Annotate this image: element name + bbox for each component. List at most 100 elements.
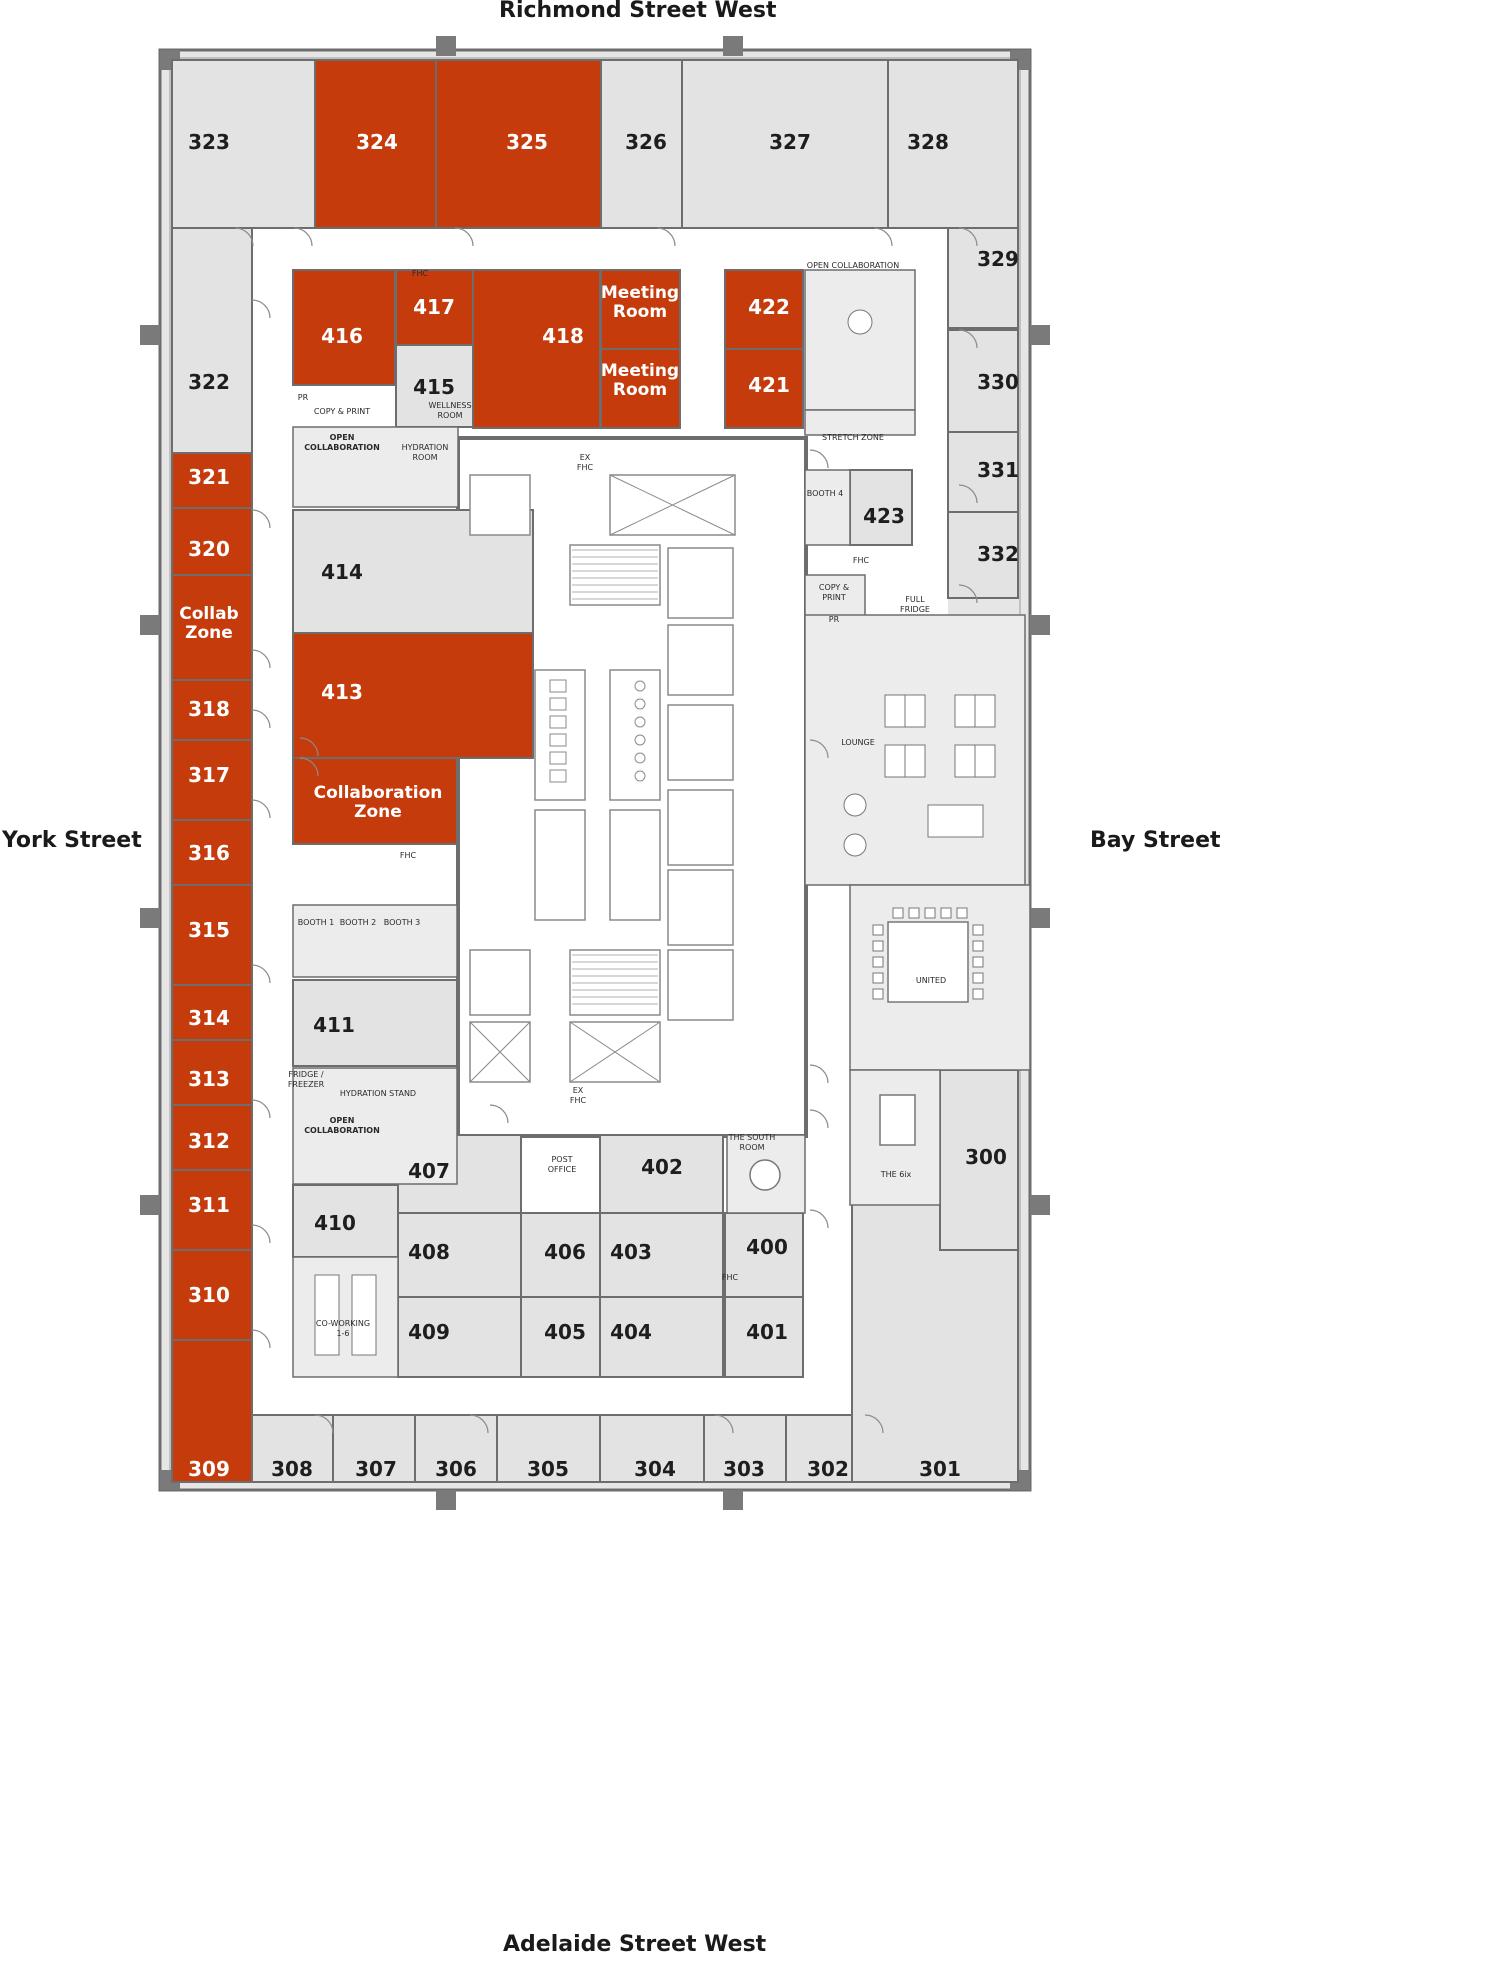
room-416[interactable] (292, 269, 396, 386)
room-405[interactable] (520, 1296, 601, 1378)
room-label-line: 300 (965, 1145, 1007, 1169)
amenity-label-line: FRIDGE / (288, 1070, 323, 1079)
room-315[interactable] (171, 884, 253, 986)
room-307[interactable] (332, 1414, 416, 1483)
room-label: 423 (863, 504, 905, 528)
core-cell (667, 789, 734, 866)
room-label-line: 322 (188, 370, 230, 394)
room-collab-west[interactable] (171, 574, 253, 681)
room-403[interactable] (599, 1212, 724, 1298)
room-label-line: 401 (746, 1320, 788, 1344)
room-421[interactable] (724, 348, 804, 429)
room-418[interactable] (472, 269, 601, 429)
room-325[interactable] (435, 59, 602, 229)
room-label: 418 (542, 324, 584, 348)
room-309[interactable] (171, 1339, 253, 1483)
room-332[interactable] (947, 511, 1019, 599)
room-402[interactable] (599, 1134, 724, 1214)
toilet-fixture (549, 769, 567, 783)
room-317[interactable] (171, 739, 253, 821)
amenity-label-line: HYDRATION STAND (340, 1089, 416, 1098)
collab-table (847, 309, 873, 335)
room-411[interactable] (292, 979, 458, 1067)
room-306[interactable] (414, 1414, 498, 1483)
room-304[interactable] (599, 1414, 705, 1483)
amenity-zone (804, 469, 851, 546)
door-swing (293, 227, 313, 247)
room-322[interactable] (171, 227, 253, 454)
room-303[interactable] (703, 1414, 787, 1483)
room-label-line: Collaboration (314, 783, 443, 803)
sink-fixture (634, 716, 646, 728)
room-330[interactable] (947, 329, 1019, 433)
room-318[interactable] (171, 679, 253, 741)
lounge-sofa (927, 804, 984, 838)
structural-column (436, 36, 456, 56)
room-label: 311 (188, 1193, 230, 1217)
room-300[interactable] (939, 1069, 1019, 1251)
room-410[interactable] (292, 1184, 399, 1258)
door-swing (958, 584, 978, 604)
chair (956, 907, 968, 919)
chair (872, 940, 884, 952)
room-400[interactable] (724, 1212, 804, 1298)
room-324[interactable] (314, 59, 437, 229)
room-413[interactable] (292, 632, 534, 759)
room-meet1[interactable] (600, 269, 681, 350)
room-329[interactable] (947, 227, 1019, 329)
structural-column (140, 1195, 160, 1215)
room-label-line: 407 (408, 1159, 450, 1183)
room-label: 325 (506, 130, 548, 154)
door-swing (489, 1104, 509, 1124)
room-label-line: 330 (977, 370, 1019, 394)
room-305[interactable] (496, 1414, 601, 1483)
room-323[interactable] (171, 59, 316, 229)
room-311[interactable] (171, 1169, 253, 1251)
room-308[interactable] (251, 1414, 334, 1483)
room-408[interactable] (397, 1212, 522, 1298)
room-423[interactable] (849, 469, 913, 546)
room-404[interactable] (599, 1296, 724, 1378)
room-401[interactable] (724, 1296, 804, 1378)
room-label: 321 (188, 465, 230, 489)
door-swing (656, 227, 676, 247)
structural-column (1030, 908, 1050, 928)
room-label-line: 309 (188, 1457, 230, 1481)
door-swing (314, 1414, 334, 1434)
structural-column (436, 1490, 456, 1510)
room-415[interactable] (395, 344, 474, 428)
room-316[interactable] (171, 819, 253, 886)
core-cell (609, 809, 661, 921)
room-302[interactable] (785, 1414, 853, 1483)
room-409[interactable] (397, 1296, 522, 1378)
room-331[interactable] (947, 431, 1019, 513)
amenity-label-line: PRINT (822, 593, 846, 602)
room-327[interactable] (681, 59, 889, 229)
room-label: 327 (769, 130, 811, 154)
room-label: 323 (188, 130, 230, 154)
room-320[interactable] (171, 507, 253, 576)
room-313[interactable] (171, 1039, 253, 1106)
door-swing (251, 1329, 271, 1349)
room-label: 329 (977, 247, 1019, 271)
room-328[interactable] (887, 59, 1019, 229)
chair (892, 907, 904, 919)
sink-fixture (634, 752, 646, 764)
room-label: 404 (610, 1320, 652, 1344)
room-meet2[interactable] (600, 348, 681, 429)
room-collab-zone[interactable] (292, 757, 458, 845)
room-321[interactable] (171, 452, 253, 509)
room-label-line: 404 (610, 1320, 652, 1344)
amenity-label: BOOTH 2 (340, 918, 376, 927)
room-310[interactable] (171, 1249, 253, 1341)
chair (872, 988, 884, 1000)
room-label-line: 311 (188, 1193, 230, 1217)
